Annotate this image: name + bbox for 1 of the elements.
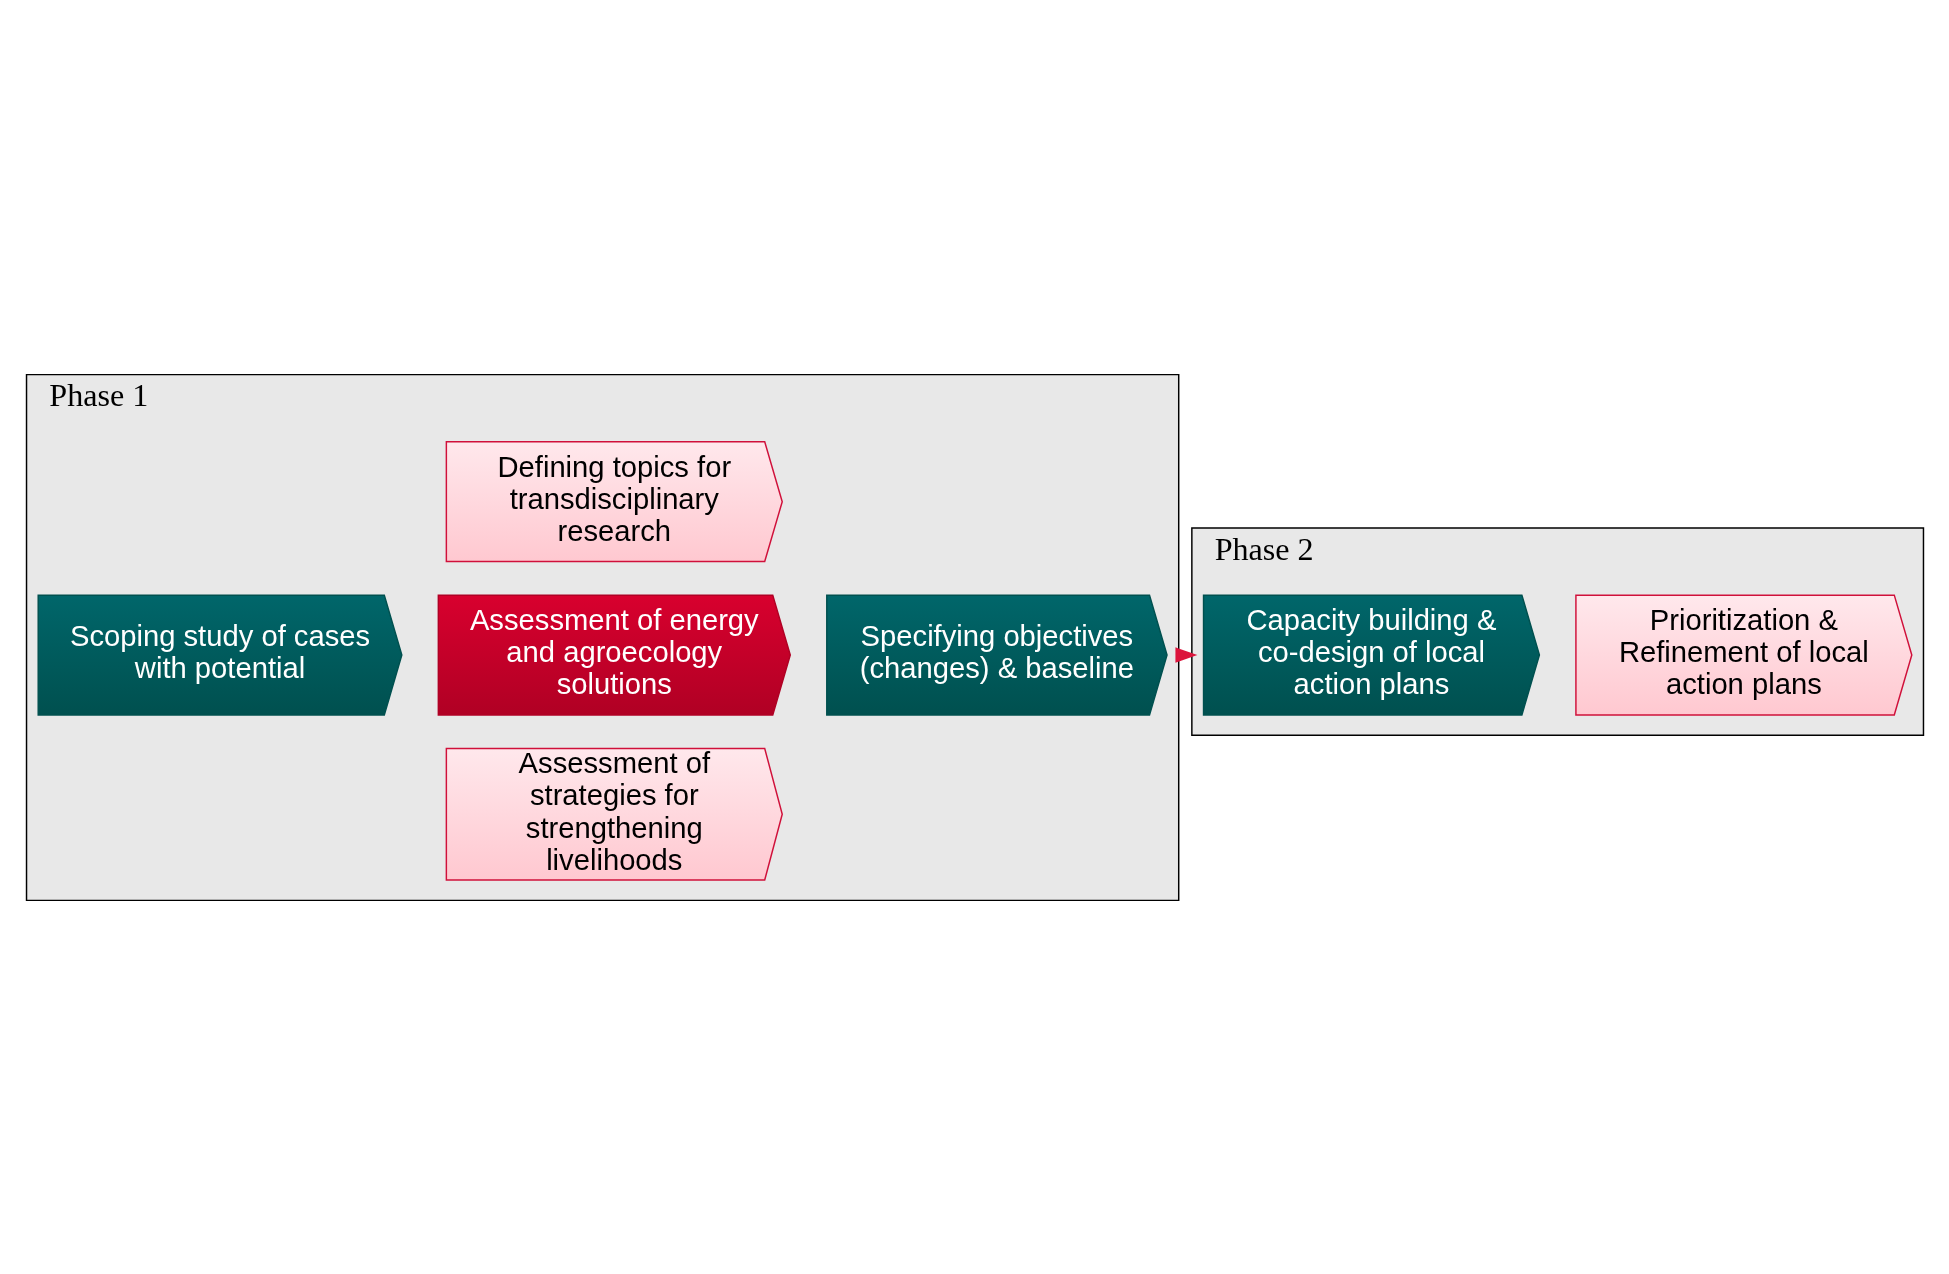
arrow bbox=[1174, 646, 1197, 663]
